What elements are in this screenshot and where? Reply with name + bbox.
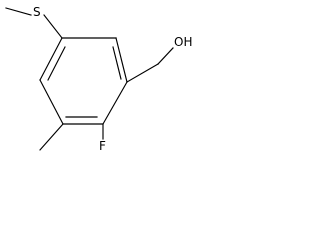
bond-ring-6 (39, 37, 63, 81)
bond-s-ring (43, 14, 63, 39)
bond-ring-5 (39, 79, 64, 125)
bond-ring-ch2 (126, 63, 159, 83)
molecule-structure: S OH F (5, 5, 192, 153)
atom-label-fluorine: F (99, 139, 106, 153)
bond-ring-2 (115, 37, 128, 83)
bond-ch2-oh (157, 47, 174, 65)
bond-ring-methyl (39, 123, 64, 151)
bond-s-methyl (5, 7, 32, 16)
bond-ring-inner-1 (112, 46, 122, 80)
bond-ring-inner-3 (47, 46, 66, 81)
atom-label-hydroxyl: OH (174, 35, 192, 49)
structure-canvas: S OH F (0, 0, 201, 156)
bond-ring-3 (102, 81, 128, 125)
atom-label-sulfur: S (33, 5, 41, 19)
